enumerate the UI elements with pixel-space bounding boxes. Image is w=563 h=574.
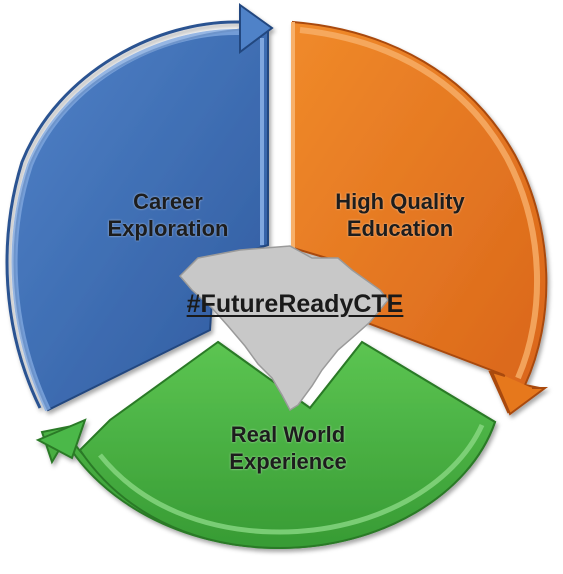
segment-career-line1: Career [133,189,203,214]
segment-career-line2: Exploration [107,216,229,241]
segment-realworld-line1: Real World [230,422,346,447]
segment-quality [291,20,549,416]
segment-realworld-line2: Experience [229,449,347,474]
segment-career [5,3,274,412]
south-carolina-map-icon [178,245,389,412]
segment-realworld-label: Real World Experience [188,421,388,475]
hashtag-label: #FutureReadyCTE [186,290,404,318]
segment-career-label: Career Exploration [83,188,253,242]
segment-quality-label: High Quality Education [305,188,495,242]
segment-quality-line1: High Quality [335,189,465,214]
segment-realworld [35,340,497,550]
segment-quality-line2: Education [346,216,454,241]
